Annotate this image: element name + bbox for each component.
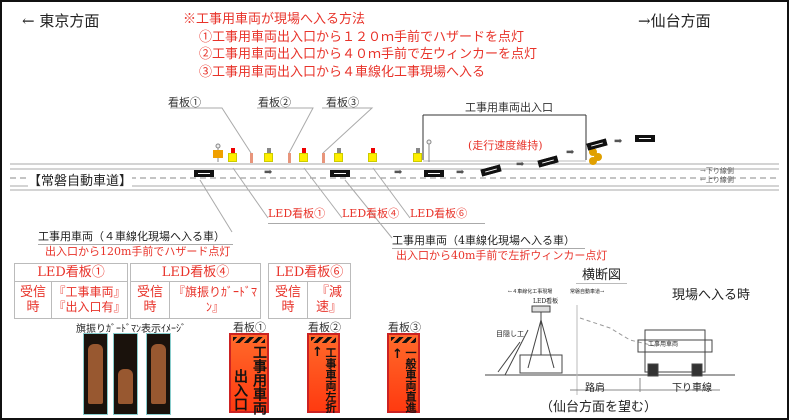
led-board-marker [413,148,422,162]
guardman-image [146,333,171,415]
sign-label: 看板② [308,321,341,334]
signboard-pole [288,153,291,163]
sign-label: 看板① [233,321,266,334]
led-label: LED看板① [268,205,344,224]
arrow-icon: ➡ [516,159,525,170]
arrow-icon: ➡ [394,167,403,178]
cross-view: （仙台方面を望む） [540,400,658,415]
cross-shoulder: 路肩 [585,383,605,394]
cross-lane: 下り車線 [672,383,712,394]
led-box-6: LED看板⑥ 受信時『減速』 [268,263,351,319]
led-box-4: LED看板④ 受信時『旗振りｶﾞｰﾄﾞﾏﾝ』 [130,263,261,319]
arrow-icon: ➡ [566,147,575,158]
method-step: ②工事用車両出入口から４０ｍ手前で左ウィンカーを点灯 [199,47,538,62]
sign-label: 看板③ [388,321,421,334]
led-label: LED看板⑥ [410,205,486,224]
method-block: ※工事用車両が現場へ入る方法 ①工事用車両出入口から１２０ｍ手前でハザードを点灯… [183,11,537,81]
led-board-marker [334,148,343,162]
led-board-marker [228,148,237,162]
cross-section-title: 横断図 [576,264,628,284]
vehicle [635,135,655,142]
signboard-pole [322,153,325,163]
direction-sendai: →仙台方面 [638,12,711,30]
arrow-icon: ➡ [456,167,465,178]
led-box-title: LED看板⑥ [269,264,350,282]
cross-truck: 工事用車両 [648,341,679,348]
signboard-label: 看板② [258,96,291,109]
signboard-label: 看板③ [326,96,359,109]
cross-left-dir: ←４車線化工事現場 [508,289,553,295]
led-box-msg: 『工事車両』『出入口有』 [51,282,127,318]
cross-section-drawing [485,305,735,395]
led-box-when: 受信時 [136,285,163,315]
signboard-pole [250,153,253,163]
led-box-title: LED看板① [15,264,127,282]
sign-1: 工事用車両 出入口 [229,333,269,415]
flag-board [213,150,223,158]
direction-tokyo: ← 東京方面 [22,12,100,30]
arrow-icon: ➡ [264,167,273,178]
led-box-when: 受信時 [19,285,46,315]
led-board-marker [299,148,308,162]
sign-text: 工事車両左折 [324,347,337,413]
road-plan [10,107,779,239]
vehicle-right-title: 工事用車両（4車線化現場へ入る車） [392,232,585,249]
left-turn-arrow-icon: ↑ [312,345,323,360]
cross-section-mode: 現場へ入る時 [672,288,751,303]
led-box-1: LED看板① 受信時『工事車両』『出入口有』 [14,263,128,319]
guardman-image [113,333,138,415]
lane-up: ←上り線側 [700,176,734,184]
speed-note: (走行速度維持) [468,139,543,152]
led-box-when: 受信時 [274,285,301,315]
sign-3: ↑ 一般車両直進 [387,333,420,413]
guardman-title: 旗振りｶﾞｰﾄﾞﾏﾝ表示ｲﾒｰｼﾞ [76,324,186,335]
method-step: ①工事用車両出入口から１２０ｍ手前でハザードを点灯 [199,29,525,45]
method-step: ③工事用車両出入口から４車線化工事現場へ入る [199,64,486,80]
led-box-title: LED看板④ [131,264,260,282]
led-box-msg: 『旗振りｶﾞｰﾄﾞﾏﾝ』 [169,282,260,318]
vehicle-right-action: 出入口から40m手前で左折ウィンカー点灯 [396,249,608,262]
led-box-msg: 『減速』 [307,282,350,318]
vehicle [330,170,350,177]
road-name: 【常磐自動車道】 [28,170,133,189]
sign-2: ↑ 工事車両左折 [307,333,340,413]
led-board-marker [368,148,377,162]
cross-screen: 目隠し工 [496,330,524,338]
straight-arrow-icon: ↑ [392,347,403,362]
cross-right-dir: 常磐自動車道→ [570,289,605,295]
sign-text: 一般車両直進 [404,347,417,413]
method-title: ※工事用車両が現場へ入る方法 [183,12,366,27]
guardman-image [83,333,108,415]
signboard-label: 看板① [168,96,201,109]
vehicle [424,170,444,177]
sign-text: 工事用車両 [251,345,267,415]
arrow-icon: ➡ [614,136,623,147]
lane-down: →下り線側 [700,167,734,175]
entrance-label: 工事用車両出入口 [465,101,553,114]
led-board-marker [264,148,273,162]
cross-led: LED看板 [533,298,559,305]
vehicle [194,170,214,177]
led-label: LED看板④ [342,205,418,224]
vehicle-left-title: 工事用車両（４車線化現場へ入る車） [38,228,233,245]
sign-text: 出入口 [232,369,248,411]
vehicle-left-action: 出入口から120m手前でハザード点灯 [45,245,231,258]
